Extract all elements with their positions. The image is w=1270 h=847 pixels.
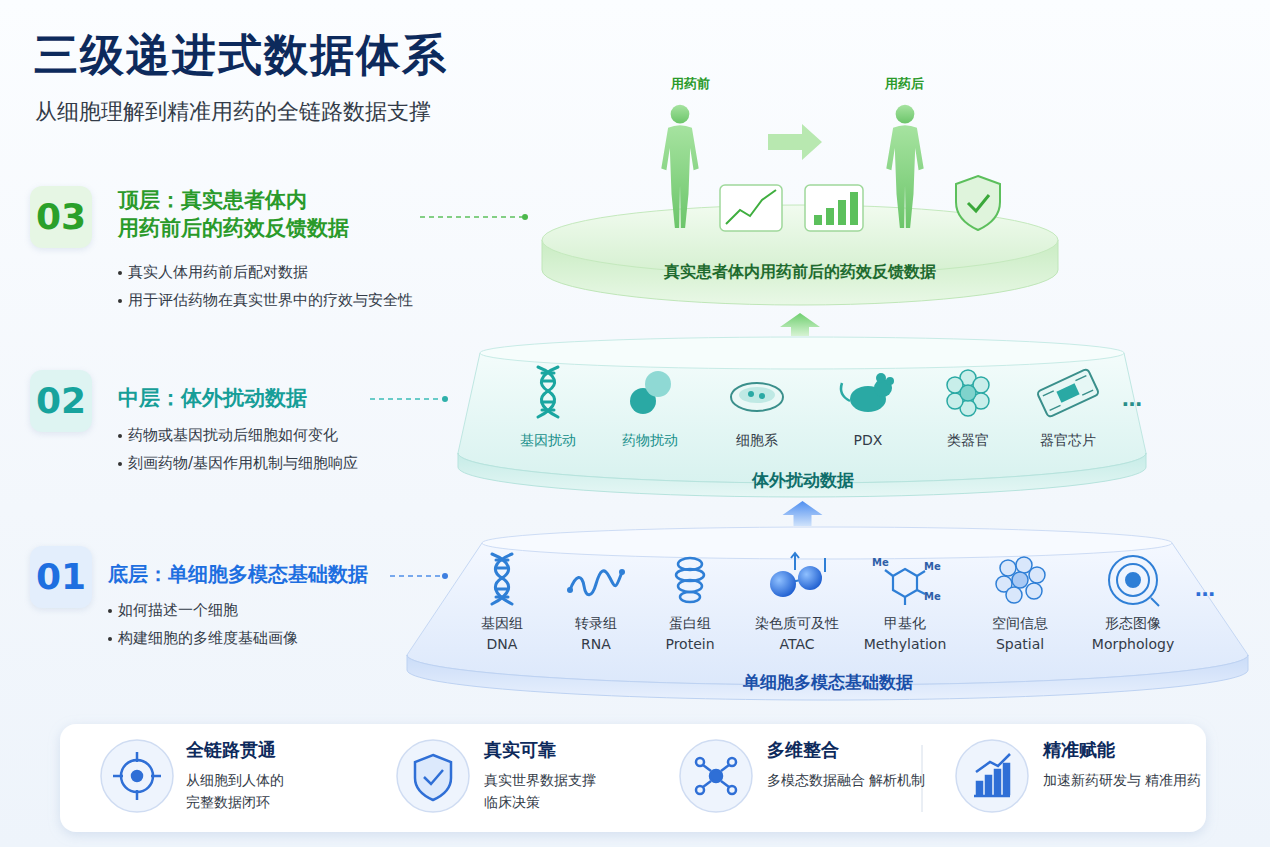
label-text: 用药后 xyxy=(885,76,924,93)
tier-title: 单细胞多模态基础数据 xyxy=(405,671,1250,694)
tier-title: 真实患者体内用药前后的药效反馈数据 xyxy=(540,262,1060,283)
label-text: Me xyxy=(924,560,941,573)
level-badge: 03 xyxy=(30,186,92,248)
data-tier: 真实患者体内用药前后的药效反馈数据 xyxy=(540,70,1060,312)
badge-number: 01 xyxy=(36,559,86,595)
label-text: 甲基化 xyxy=(884,614,926,632)
bullet-dot xyxy=(108,637,112,641)
feature-item: 全链路贯通从细胞到人体的 完整数据闭环 xyxy=(186,738,356,813)
feature-body: 从细胞到人体的 完整数据闭环 xyxy=(186,770,356,813)
feature-heading: 多维整合 xyxy=(767,738,937,762)
label-text: 真实人体用药前后配对数据 xyxy=(128,263,308,283)
label-text: 基因扰动 xyxy=(520,431,576,449)
label-text: 转录组 xyxy=(575,614,617,632)
label-text: 顶层：真实患者体内 用药前后的药效反馈数据 xyxy=(118,186,368,243)
label-text: 形态图像 xyxy=(1105,614,1161,632)
flow-arrow xyxy=(780,313,820,336)
badge-number: 03 xyxy=(36,199,86,235)
label-text: 构建细胞的多维度基础画像 xyxy=(118,629,298,649)
label-text: Me xyxy=(924,590,941,603)
tier-title: 体外扰动数据 xyxy=(455,469,1150,492)
subtitle: 从细胞理解到精准用药的全链路数据支撑 xyxy=(35,98,431,127)
label-text: 用药前 xyxy=(671,76,710,93)
feature-heading: 全链路贯通 xyxy=(186,738,356,762)
label-text: 底层：单细胞多模态基础数据 xyxy=(108,561,368,587)
bullet-dot xyxy=(108,609,112,613)
label-text: RNA xyxy=(581,635,611,653)
feature-item: 多维整合多模态数据融合 解析机制 xyxy=(767,738,937,792)
feature-body: 多模态数据融合 解析机制 xyxy=(767,770,937,792)
label-text: 用于评估药物在真实世界中的疗效与安全性 xyxy=(128,291,413,311)
badge-number: 02 xyxy=(36,383,86,419)
level-badge: 01 xyxy=(30,546,92,608)
label-text: DNA xyxy=(487,635,518,653)
feature-body: 加速新药研发与 精准用药 xyxy=(1043,770,1213,792)
bullet-dot xyxy=(118,271,122,275)
label-text: … xyxy=(1195,576,1215,602)
label-text: 器官芯片 xyxy=(1040,431,1096,449)
bullet-dot xyxy=(118,434,122,438)
label-text: 空间信息 xyxy=(992,614,1048,632)
label-text: 刻画药物/基因作用机制与细胞响应 xyxy=(128,454,358,474)
diagram-title: 三级递进式数据体系 xyxy=(34,26,448,85)
bullet-dot xyxy=(118,462,122,466)
feature-body: 真实世界数据支撑 临床决策 xyxy=(484,770,654,813)
feature-heading: 真实可靠 xyxy=(484,738,654,762)
label-text: Protein xyxy=(665,635,714,653)
label-text: Methylation xyxy=(864,635,947,653)
label-text: 基因组 xyxy=(481,614,523,632)
label-text: 类器官 xyxy=(947,431,989,449)
data-tier: 体外扰动数据 xyxy=(455,335,1150,500)
label-text: 如何描述一个细胞 xyxy=(118,601,238,621)
label-text: 染色质可及性 xyxy=(755,614,839,632)
label-text: … xyxy=(1122,386,1142,412)
label-text: 蛋白组 xyxy=(669,614,711,632)
label-text: 药物或基因扰动后细胞如何变化 xyxy=(128,426,338,446)
label-text: Spatial xyxy=(996,635,1044,653)
label-text: Morphology xyxy=(1092,635,1174,653)
label-text: ATAC xyxy=(779,635,814,653)
feature-heading: 精准赋能 xyxy=(1043,738,1213,762)
feature-item: 精准赋能加速新药研发与 精准用药 xyxy=(1043,738,1213,792)
bullet-dot xyxy=(118,299,122,303)
flow-arrow xyxy=(783,501,823,526)
label-text: 细胞系 xyxy=(736,431,778,449)
level-badge: 02 xyxy=(30,370,92,432)
label-text: 中层：体外扰动数据 xyxy=(118,385,307,412)
feature-item: 真实可靠真实世界数据支撑 临床决策 xyxy=(484,738,654,813)
label-text: Me xyxy=(872,556,889,569)
label-text: PDX xyxy=(854,431,883,449)
label-text: 药物扰动 xyxy=(622,431,678,449)
